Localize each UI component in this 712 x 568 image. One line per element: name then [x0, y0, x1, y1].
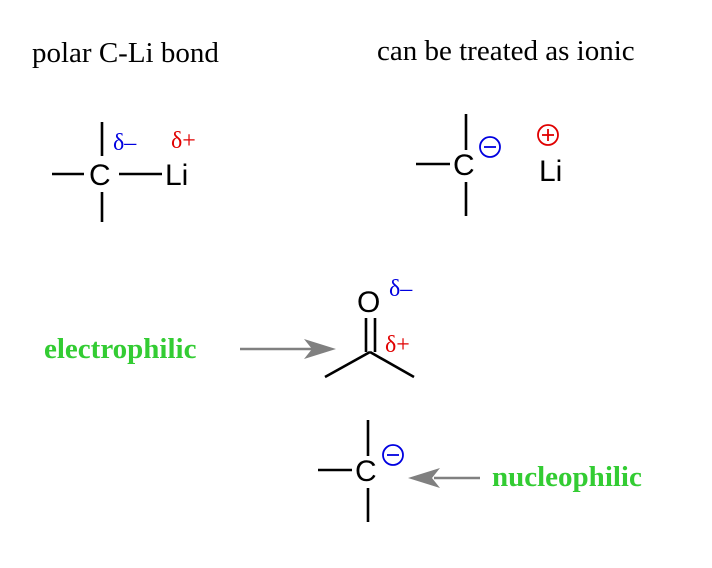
- bond-right-methyl: [369, 350, 415, 379]
- carbon-atom: C: [89, 159, 111, 192]
- oxygen-atom: O: [357, 286, 380, 319]
- caption-ionic: can be treated as ionic: [377, 35, 635, 67]
- arrow-to-carbanion-icon: [408, 468, 480, 488]
- nucleophilic-label: nucleophilic: [492, 461, 642, 493]
- ionic-structure: C Li: [416, 114, 562, 216]
- lithium-atom: Li: [165, 159, 188, 192]
- negative-charge-icon: [382, 444, 404, 466]
- carbanion-structure: C: [318, 420, 404, 522]
- carbon-atom: C: [355, 455, 377, 488]
- positive-charge-icon: [537, 124, 559, 146]
- carbonyl-structure: O δ– δ+: [324, 276, 415, 379]
- delta-minus-label: δ–: [113, 130, 137, 156]
- bond-left-methyl: [324, 350, 371, 379]
- negative-charge-icon: [479, 136, 501, 158]
- arrow-to-carbonyl-icon: [240, 339, 336, 359]
- carbon-atom: C: [453, 149, 475, 182]
- lithium-atom: Li: [539, 155, 562, 188]
- delta-plus-label: δ+: [385, 332, 410, 358]
- electrophilic-label: electrophilic: [44, 333, 197, 365]
- delta-minus-label: δ–: [389, 276, 413, 302]
- delta-plus-label: δ+: [171, 128, 196, 154]
- polar-c-li-structure: C Li δ– δ+: [52, 122, 196, 222]
- caption-polar-bond: polar C-Li bond: [32, 37, 219, 69]
